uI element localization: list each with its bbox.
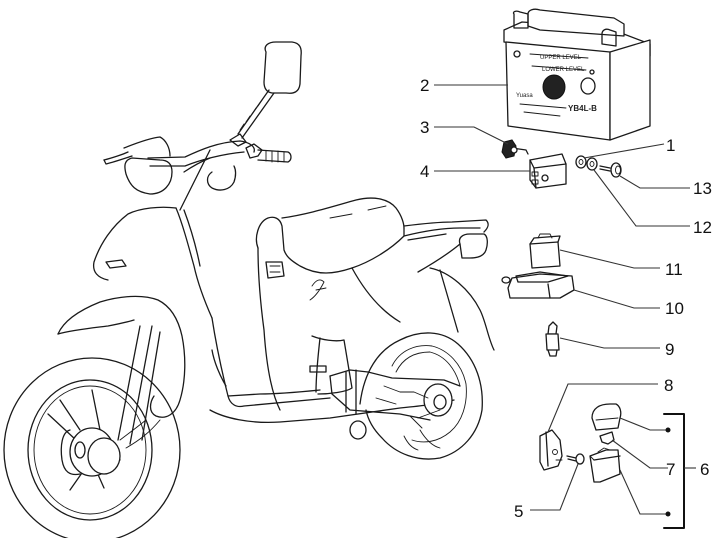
callout-12: 12 xyxy=(693,218,712,237)
callout-4: 4 xyxy=(420,162,429,181)
leader-12 xyxy=(593,169,690,227)
leader-7-bottom xyxy=(619,469,668,515)
bulb-part xyxy=(545,321,560,357)
leader-1 xyxy=(583,143,665,159)
callout-2: 2 xyxy=(420,76,429,95)
clip-part xyxy=(501,139,529,159)
callout-11: 11 xyxy=(665,260,683,279)
leader-11 xyxy=(559,249,660,269)
bracket-part xyxy=(539,429,563,471)
leader-7 xyxy=(611,439,668,469)
callout-1: 1 xyxy=(666,136,675,155)
leader-lines xyxy=(434,84,696,529)
kit-dot-top xyxy=(665,427,671,433)
callout-9: 9 xyxy=(665,340,674,359)
scooter-drawing xyxy=(3,41,495,538)
front-shield xyxy=(92,206,331,408)
battery-brand-label: Yuasa xyxy=(516,93,533,99)
leader-13 xyxy=(619,175,690,189)
callout-labels: 2 3 4 1 13 12 11 10 9 8 7 6 5 xyxy=(420,76,712,521)
callout-13: 13 xyxy=(693,179,712,198)
battery-model-label: YB4L-B xyxy=(568,104,597,113)
front-fender xyxy=(57,295,186,445)
battery: UPPER LEVEL LOWER LEVEL Yuasa YB4L-B xyxy=(503,8,651,141)
fuse-kit-part xyxy=(589,403,622,483)
washer-bolt-set xyxy=(575,155,622,178)
battery-lower-level-label: LOWER LEVEL xyxy=(542,67,585,73)
group-bracket-6 xyxy=(663,413,685,529)
callout-3: 3 xyxy=(420,118,429,137)
regulator-holder-part xyxy=(501,271,575,299)
callout-8: 8 xyxy=(664,376,673,395)
front-wheel xyxy=(3,357,181,538)
kit-dot-bottom xyxy=(665,511,671,517)
callout-5: 5 xyxy=(514,502,523,521)
callout-7: 7 xyxy=(666,460,675,479)
rear-wheel xyxy=(329,332,483,460)
handlebar xyxy=(103,136,292,211)
leader-10 xyxy=(573,289,660,309)
relay-part xyxy=(529,153,567,189)
mirror xyxy=(229,41,302,147)
callout-10: 10 xyxy=(665,299,684,318)
leader-9 xyxy=(559,337,660,349)
callout-6: 6 xyxy=(700,460,709,479)
screw-part xyxy=(566,453,585,465)
leader-8 xyxy=(547,383,658,433)
leader-5 xyxy=(530,463,579,511)
leader-3 xyxy=(434,126,509,145)
flasher-relay-part xyxy=(529,233,561,269)
seat xyxy=(255,197,495,411)
battery-upper-level-label: UPPER LEVEL xyxy=(540,55,582,61)
leader-7-top xyxy=(619,417,668,431)
